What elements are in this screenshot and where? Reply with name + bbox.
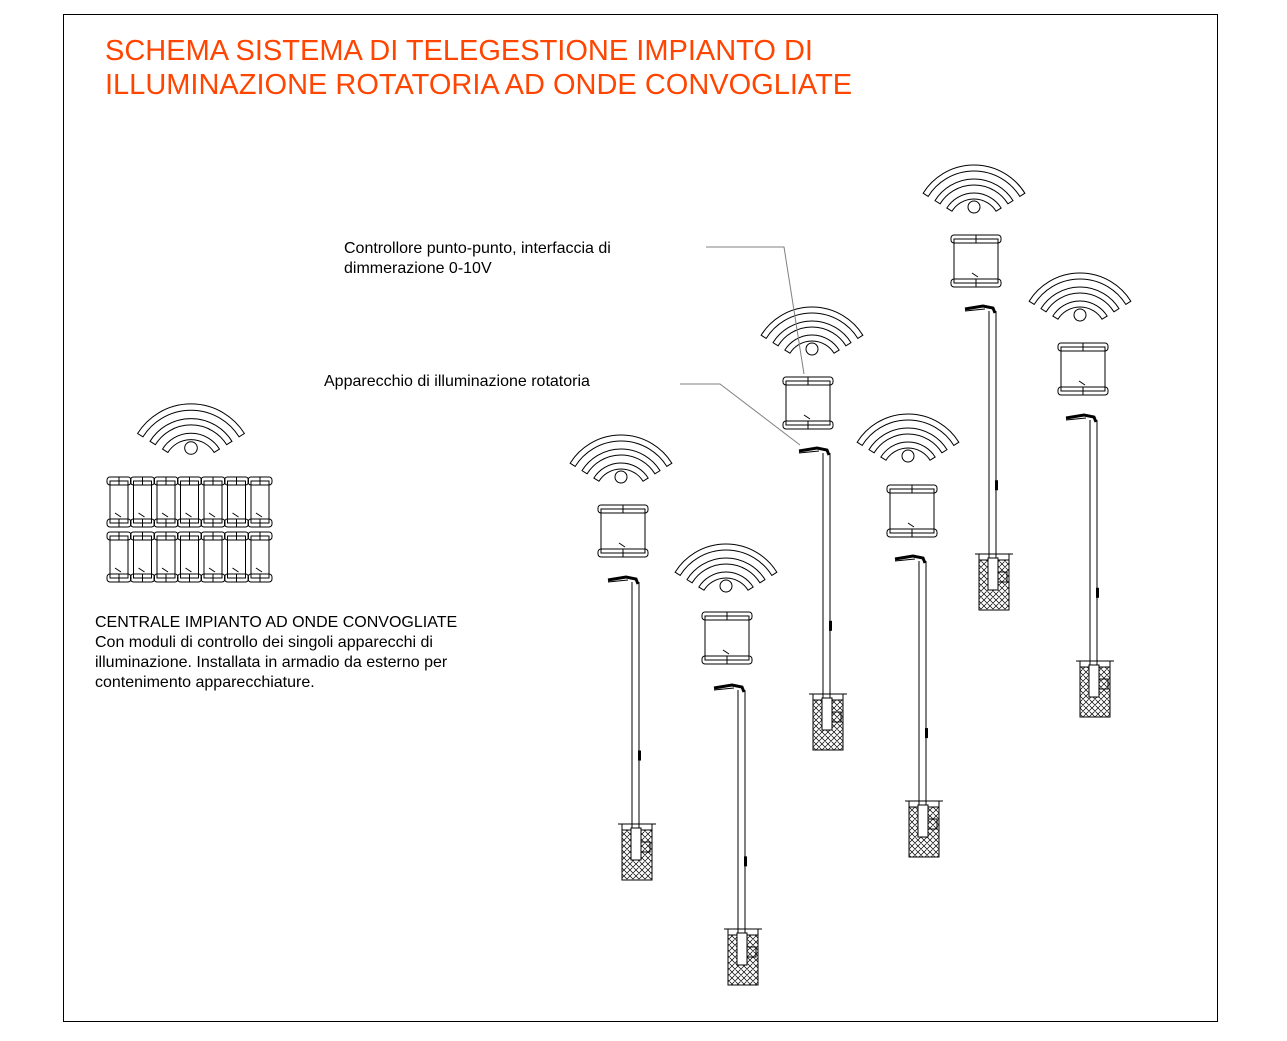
central-module [153,531,179,583]
controller-label-line-1: Controllore punto-punto, interfaccia di [344,240,611,257]
wifi-signal-icon [569,434,673,484]
controller-label-line-2: dimmerazione 0-10V [344,260,492,277]
drawing-frame [63,14,1218,1022]
foundation-plinth-icon [809,693,847,751]
foundation-plinth-icon [975,553,1013,611]
foundation-plinth-icon [905,800,943,858]
wifi-signal-icon [922,164,1026,214]
drawing-title: SCHEMA SISTEMA DI TELEGESTIONE IMPIANTO … [105,34,852,102]
central-module [106,531,132,583]
central-unit-desc-line-2: illuminazione. Installata in armadio da … [95,654,448,671]
wifi-signal-icon [1028,272,1132,322]
controller-module-icon [782,376,834,430]
controller-module-icon [886,484,938,538]
street-light-pole-icon [798,446,847,751]
central-module [130,476,155,528]
leader-lines [680,246,805,446]
central-module [153,476,179,528]
central-unit-desc-line-3: contenimento apparecchiature. [95,674,315,691]
central-unit-desc-line-1: Con moduli di controllo dei singoli appa… [95,634,433,651]
controller-module-icon [1057,342,1109,396]
central-module [177,531,202,583]
controller-label: Controllore punto-punto, interfaccia di … [344,239,611,279]
wifi-signal-icon [674,543,778,593]
central-module [224,531,249,583]
foundation-plinth-icon [724,928,762,986]
central-unit-description: CENTRALE IMPIANTO AD ONDE CONVOGLIATE Co… [95,613,457,693]
title-line-2: ILLUMINAZIONE ROTATORIA AD ONDE CONVOGLI… [105,69,853,101]
controller-leader-line [706,246,805,375]
street-light-pole-icon [964,304,1013,611]
street-light-pole-icon [894,554,943,858]
central-module [224,476,249,528]
street-light-pole-icon [713,683,762,986]
central-unit-heading: CENTRALE IMPIANTO AD ONDE CONVOGLIATE [95,614,458,631]
fixture-leader-line [680,383,801,446]
fixture-label: Apparecchio di illuminazione rotatoria [324,373,590,390]
central-module [200,531,226,583]
wifi-signal-icon [856,413,960,463]
central-module [130,531,155,583]
street-light-pole-icon [607,575,656,881]
foundation-plinth-icon [1076,660,1114,718]
central-module [177,476,202,528]
central-module [247,531,273,583]
controller-module-icon [950,234,1002,288]
street-light-pole-icon [1065,413,1114,718]
central-module [247,476,273,528]
foundation-plinth-icon [618,823,656,881]
title-line-1: SCHEMA SISTEMA DI TELEGESTIONE IMPIANTO … [105,35,813,67]
central-module [200,476,226,528]
controller-module-icon [597,504,649,558]
wifi-signal-icon [760,306,864,356]
central-module [106,476,132,528]
controller-module-icon [701,611,753,665]
wifi-signal-icon [136,403,246,455]
